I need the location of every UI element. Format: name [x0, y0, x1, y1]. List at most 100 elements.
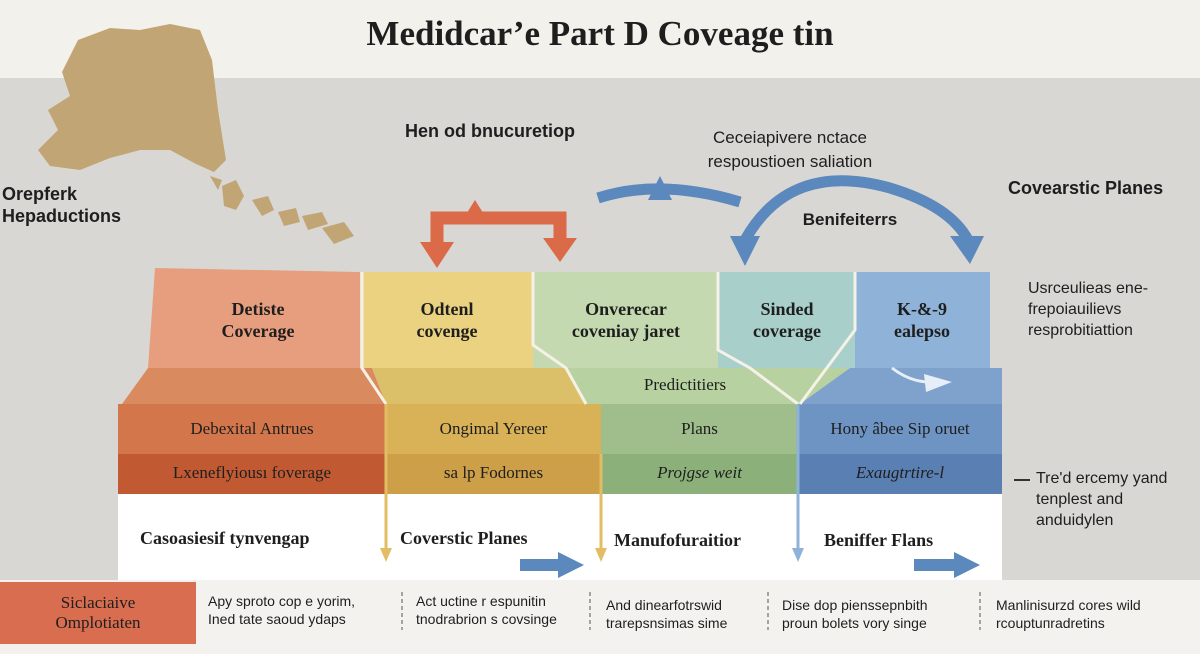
yellow-arrowhead-2-icon [595, 548, 607, 562]
column-5-shape [855, 272, 990, 368]
left-region-line-1: Orepferk [2, 184, 78, 204]
bottom-cell-2-line-2: tnodrabrion s covsinge [416, 611, 557, 627]
right-note: Tre'd ercemy yand tenplest and anduidyle… [1036, 468, 1196, 531]
red-arrowhead-down-left-icon [420, 242, 454, 268]
left-region-line-2: Hepaductions [2, 206, 122, 226]
row-1-cell-2 [386, 404, 601, 454]
blue-arrowhead-small-icon [792, 548, 804, 562]
bottom-cell-3: And dinearfotrswid trarepsnsimas sime [606, 596, 766, 632]
row-1-text-4: Hony âbee Sip oruet [830, 419, 970, 438]
column-3-label: Onverecar coveniay jaret [536, 298, 716, 342]
column-4-line-2: coverage [753, 321, 821, 341]
column-2-shape [362, 272, 533, 368]
right-arrow-1-icon [520, 552, 584, 578]
column-5-line-1: K-&-9 [897, 299, 947, 319]
blue-arrowhead-down-right-icon [950, 236, 984, 264]
row-2-cell-1 [118, 454, 386, 494]
right-note-line-3: anduidylen [1036, 512, 1114, 529]
top-center-label: Hen od bnucuretiop [405, 121, 575, 141]
top-right-label: Ceceiapivere nctace respoustioen saliati… [660, 126, 920, 174]
bottom-cell-1-line-2: Ined tate saoud ydaps [208, 611, 346, 627]
right-note-line-1: Tre'd ercemy yand [1036, 470, 1168, 487]
row-2-cell-3 [601, 454, 798, 494]
blue-arrowhead-down-left-icon [730, 236, 760, 266]
row-1-yellow-band [372, 368, 586, 404]
yellow-down-arrows [384, 404, 603, 552]
curved-pointer-arrow-icon [891, 366, 952, 392]
column-dividers [360, 272, 857, 406]
right-side-line-2: frepoiauilievs [1028, 301, 1122, 318]
row-1-cell-1 [118, 404, 386, 454]
bottom-cell-4-line-2: proun bolets vory singe [782, 615, 927, 631]
column-1-line-1: Detiste [231, 299, 285, 319]
bottom-cell-2-line-1: Act uctine r espunitin [416, 593, 546, 609]
row-2-cell-2 [386, 454, 601, 494]
bottom-cell-2: Act uctine r espunitin tnodrabrion s cov… [416, 592, 588, 628]
column-2-line-1: Odtenl [420, 299, 474, 319]
white-row-text-3: Manufofuraitior [614, 530, 741, 550]
bottom-cell-1: Apy sproto cop e yorim, Ined tate saoud … [208, 592, 398, 628]
column-4-shape [718, 272, 855, 368]
page-title: Medidcar’e Part D Coveage tin [366, 14, 834, 53]
right-side-line-3: resprobitiattion [1028, 322, 1133, 339]
column-3-line-2: coveniay jaret [571, 321, 681, 341]
column-4-line-1: Sinded [760, 299, 814, 319]
column-4-label: Sinded coverage [720, 298, 854, 342]
column-2-line-2: covenge [416, 321, 478, 341]
column-5-label: K-&-9 ealepso [856, 298, 988, 342]
middle-row-label: Predictitiers [643, 375, 727, 394]
bottom-label-box [0, 582, 196, 644]
alaska-map-icon [38, 24, 354, 244]
row-2-text-3: Projgse weit [657, 463, 742, 482]
column-1-line-2: Coverage [221, 321, 295, 341]
bottom-label-line-2: Omplotiaten [55, 613, 141, 632]
yellow-arrowhead-1-icon [380, 548, 392, 562]
column-3-shape [533, 272, 718, 368]
bottom-cell-1-line-1: Apy sproto cop e yorim, [208, 593, 356, 609]
column-2-label: Odtenl covenge [364, 298, 530, 342]
column-1-label: Detiste Coverage [160, 298, 356, 342]
row-1-text-2: Ongimal Yereer [439, 419, 548, 438]
bottom-cell-5-line-1: Manlinisurzd cores wild [996, 597, 1141, 613]
row-1-red-band [122, 368, 386, 404]
bottom-band [0, 580, 1200, 654]
row-1-cell-3 [601, 404, 798, 454]
bottom-dividers [401, 592, 981, 630]
row-2-text-4: Exaugtrtire-l [855, 463, 945, 482]
middle-blue-band [800, 368, 1002, 404]
right-side-line-1: Usrceulieas ene- [1028, 280, 1149, 297]
row-2-text-1: Lxeneflyiousı foverage [172, 463, 332, 482]
white-row-text-2: Coverstic Planes [400, 528, 528, 548]
right-side-label: Usrceulieas ene- frepoiauilievs resprobi… [1028, 278, 1198, 341]
blue-arrowhead-up-icon [648, 176, 672, 200]
row-1-text-1: Debexital Antrues [190, 419, 314, 438]
column-5-line-2: ealepso [894, 321, 950, 341]
white-row-text-1: Casoasiesif tynvengap [140, 528, 310, 548]
row-2-text-2: sa lp Fodornes [443, 463, 544, 482]
row-1-cell-4 [798, 404, 1002, 454]
bottom-cell-4-line-1: Dise dop pienssepnbith [782, 597, 928, 613]
red-double-arrow-icon [430, 211, 567, 248]
bottom-label: Siclaciaive Omplotiaten [0, 593, 196, 633]
right-note-line-2: tenplest and [1036, 491, 1124, 508]
bottom-cell-3-line-2: trarepsnsimas sime [606, 615, 728, 631]
left-region-label: Orepferk Hepaductions [2, 183, 162, 227]
middle-green-band [566, 368, 850, 404]
bottom-label-line-1: Siclaciaive [60, 593, 136, 612]
bottom-cell-4: Dise dop pienssepnbith proun bolets vory… [782, 596, 976, 632]
row-2-cell-4 [798, 454, 1002, 494]
bottom-cell-3-line-1: And dinearfotrswid [606, 597, 722, 613]
top-right-line-2: respoustioen saliation [707, 152, 873, 171]
row-1-text-3: Plans [681, 419, 718, 438]
bottom-cell-5: Manlinisurzd cores wild rcouptuпradretin… [996, 596, 1196, 632]
right-arrow-2-icon [914, 552, 980, 578]
red-arrowhead-down-right-icon [543, 238, 577, 262]
beneficiaries-label: Benifeiterrs [802, 210, 898, 229]
column-3-line-1: Onverecar [585, 299, 667, 319]
bottom-cell-5-line-2: rcouptuпradretins [996, 615, 1105, 631]
far-right-label: Covearstic Planes [1008, 178, 1164, 198]
red-arrowhead-up-icon [460, 200, 490, 224]
column-1-shape [148, 268, 360, 368]
top-right-line-1: Ceceiapivere nctace [712, 128, 868, 147]
